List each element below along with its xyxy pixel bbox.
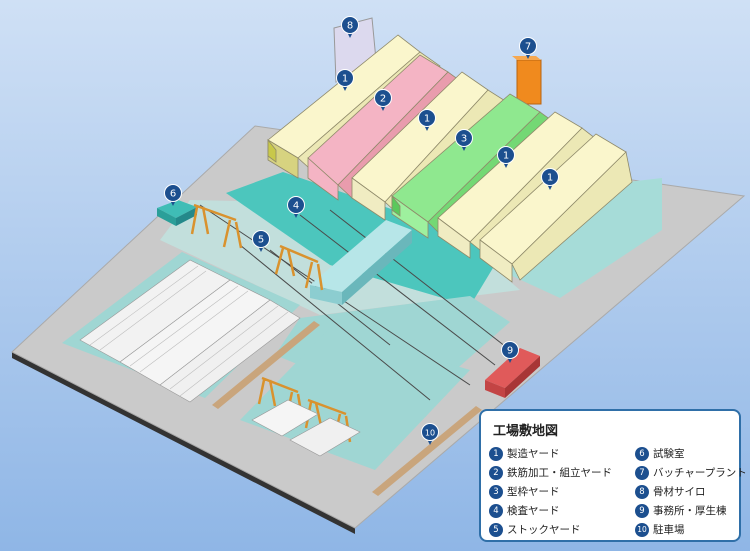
legend-number-badge: 8 (635, 484, 649, 499)
legend-item: 9 事務所・厚生棟 (635, 501, 747, 520)
location-pin-number: 1 (547, 173, 553, 184)
location-pin: 1 (418, 109, 436, 131)
legend-number-badge: 5 (489, 522, 503, 537)
location-pin-circle (252, 230, 270, 248)
location-pin: 1 (336, 69, 354, 91)
precast-stack-lines (89, 265, 289, 397)
legend-column-left: 1 製造ヤード 2 鉄筋加工・組立ヤード 3 型枠ヤード 4 検査ヤード 5 ス… (489, 444, 612, 539)
location-pin: 8 (341, 16, 359, 38)
location-pin-number: 1 (424, 114, 430, 125)
location-pin: 7 (519, 37, 537, 59)
location-pin: 1 (541, 168, 559, 190)
location-pin-number: 3 (461, 134, 467, 145)
office-side (505, 356, 540, 398)
location-pin-circle (519, 37, 537, 55)
legend-label: 骨材サイロ (653, 486, 706, 498)
legend-label: 駐車場 (653, 524, 685, 536)
location-pin-circle (421, 423, 439, 441)
legend-number-badge: 1 (489, 446, 503, 461)
location-pin-circle (455, 129, 473, 147)
location-pin-circle (164, 184, 182, 202)
location-pin-number: 10 (425, 429, 435, 438)
parking-strip (372, 406, 482, 496)
location-pin: 1 (497, 146, 515, 168)
factory-halls (267, 34, 633, 283)
location-pin-circle (287, 196, 305, 214)
legend-number-badge: 10 (635, 522, 649, 537)
location-pin-number: 6 (170, 189, 176, 200)
side-strip (212, 321, 320, 409)
location-pin-circle (501, 341, 519, 359)
location-pin: 5 (252, 230, 270, 252)
batching-plant-top (512, 56, 541, 60)
legend-title: 工場敷地図 (493, 424, 559, 439)
location-pin-number: 5 (258, 235, 264, 246)
location-pin-circle (336, 69, 354, 87)
legend-label: 型枠ヤード (507, 486, 560, 498)
legend-number-badge: 9 (635, 503, 649, 518)
legend-number-badge: 7 (635, 465, 649, 480)
location-pin-number: 7 (525, 42, 531, 53)
legend-number-badge: 2 (489, 465, 503, 480)
site-ground-edge (12, 352, 355, 534)
legend-column-right: 6 試験室 7 バッチャープラント 8 骨材サイロ 9 事務所・厚生棟 10 駐… (635, 444, 747, 539)
location-pin-circle (374, 89, 392, 107)
location-pin: 4 (287, 196, 305, 218)
legend-number-badge: 3 (489, 484, 503, 499)
legend-label: 鉄筋加工・組立ヤード (507, 467, 612, 479)
test-lab (157, 200, 197, 218)
location-pin-circle (541, 168, 559, 186)
location-pin-circle (341, 16, 359, 34)
legend-item: 1 製造ヤード (489, 444, 612, 463)
location-pin: 2 (374, 89, 392, 111)
legend-panel: 工場敷地図 1 製造ヤード 2 鉄筋加工・組立ヤード 3 型枠ヤード 4 検査ヤ… (479, 409, 747, 542)
legend-label: バッチャープラント (653, 467, 747, 479)
legend-label: 製造ヤード (507, 448, 560, 460)
legend-item: 6 試験室 (635, 444, 747, 463)
office-building (485, 348, 540, 388)
location-pin-number: 1 (503, 151, 509, 162)
location-pin-number: 2 (380, 94, 386, 105)
legend-item: 3 型枠ヤード (489, 482, 612, 501)
office-front (485, 380, 505, 398)
test-lab-side (176, 207, 197, 226)
location-pin-number: 8 (347, 21, 353, 32)
legend-item: 4 検査ヤード (489, 501, 612, 520)
legend-item: 5 ストックヤード (489, 520, 612, 539)
location-pin-circle (497, 146, 515, 164)
location-pin: 10 (421, 423, 439, 445)
inspection-building-roof (310, 220, 412, 292)
inspection-building-side (342, 230, 412, 305)
legend-item: 8 骨材サイロ (635, 482, 747, 501)
legend-label: 事務所・厚生棟 (653, 505, 727, 517)
location-pin: 6 (164, 184, 182, 206)
legend-item: 10 駐車場 (635, 520, 747, 539)
legend-number-badge: 6 (635, 446, 649, 461)
legend-item: 7 バッチャープラント (635, 463, 747, 482)
legend-item: 2 鉄筋加工・組立ヤード (489, 463, 612, 482)
location-pin-number: 4 (293, 201, 299, 212)
location-pin: 9 (501, 341, 519, 363)
location-pin-number: 9 (507, 346, 513, 357)
location-pin-circle (418, 109, 436, 127)
location-pins: 8 7 1 2 1 3 1 1 6 4 5 9 10 (164, 16, 559, 445)
legend-number-badge: 4 (489, 503, 503, 518)
legend-label: 試験室 (653, 448, 685, 460)
legend-label: 検査ヤード (507, 505, 560, 517)
batching-plant (516, 59, 542, 105)
test-lab-front (157, 208, 176, 226)
legend-label: ストックヤード (507, 524, 581, 536)
location-pin: 3 (455, 129, 473, 151)
inspection-building-front (310, 285, 342, 305)
location-pin-number: 1 (342, 74, 348, 85)
stock-yard-lower (240, 328, 470, 470)
